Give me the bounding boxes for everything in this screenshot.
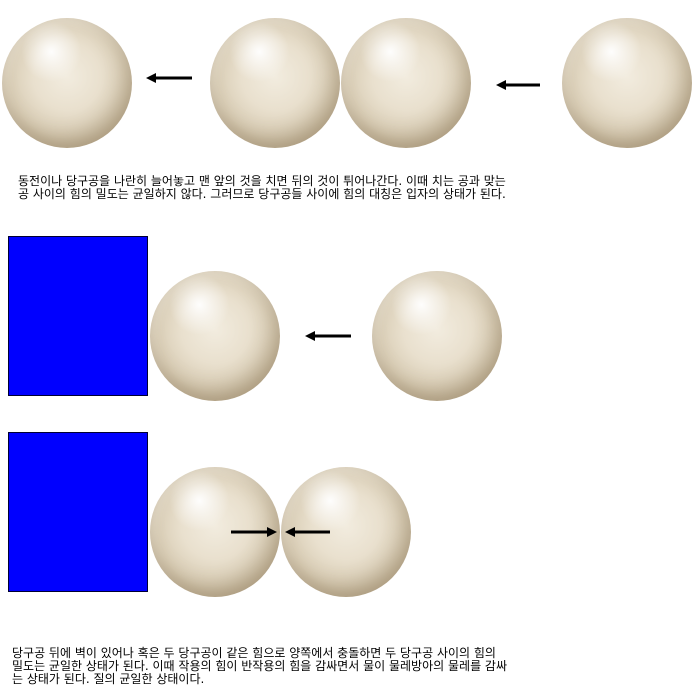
wall-block-2 (8, 432, 148, 592)
arrow-right-icon (231, 527, 277, 537)
arrow-left-icon (285, 527, 330, 537)
arrow-left-icon (496, 80, 540, 90)
billiard-ball-4 (562, 18, 692, 148)
arrow-left-icon (146, 73, 192, 83)
wall-block-1 (8, 236, 148, 396)
billiard-ball-3 (341, 18, 471, 148)
billiard-ball-1 (2, 18, 132, 148)
billiard-ball-2 (210, 18, 340, 148)
billiard-ball-5 (150, 271, 280, 401)
caption-bottom: 당구공 뒤에 벽이 있어나 혹은 두 당구공이 같은 힘으로 양쪽에서 충돌하면… (12, 646, 508, 686)
billiard-ball-6 (372, 271, 502, 401)
arrow-left-icon (305, 331, 351, 341)
caption-top: 동전이나 당구공을 나란히 늘어놓고 맨 앞의 것을 치면 뒤의 것이 튀어나간… (18, 174, 506, 201)
